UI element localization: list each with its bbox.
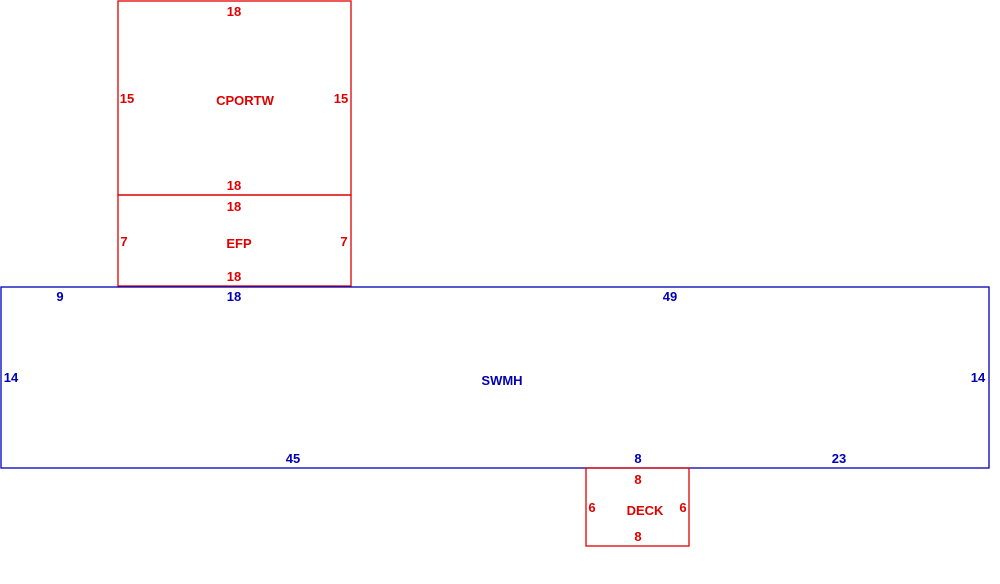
cportw-label: CPORTW [216,93,275,108]
area-cportw[interactable]: 18 15 15 CPORTW 18 [117,0,352,196]
deck-right-dimension: 6 [679,500,686,515]
swmh-bottom-right-dimension: 23 [832,451,846,466]
area-efp[interactable]: 18 7 7 EFP 18 [117,194,352,287]
deck-bottom-dimension: 8 [634,529,641,544]
swmh-outline [0,286,990,469]
cportw-bottom-dimension: 18 [227,178,241,193]
swmh-bottom-mid-dimension: 8 [634,451,641,466]
swmh-top-right-dimension: 49 [663,289,677,304]
deck-outline [585,467,690,547]
efp-right-dimension: 7 [340,234,347,249]
efp-top-dimension: 18 [227,199,241,214]
swmh-top-left-dimension: 9 [56,289,63,304]
cportw-top-dimension: 18 [227,4,241,19]
deck-top-dimension: 8 [634,472,641,487]
area-deck[interactable]: 8 6 6 DECK 8 [585,467,690,547]
cportw-right-dimension: 15 [334,91,348,106]
deck-label: DECK [627,503,664,518]
efp-outline [117,194,352,287]
efp-bottom-dimension: 18 [227,269,241,284]
area-swmh[interactable]: 9 18 49 14 14 SWMH 45 8 23 [0,286,990,469]
efp-label: EFP [226,236,252,251]
deck-left-dimension: 6 [588,500,595,515]
swmh-label: SWMH [481,373,522,388]
swmh-right-dimension: 14 [971,370,986,385]
swmh-top-mid-dimension: 18 [227,289,241,304]
efp-left-dimension: 7 [120,234,127,249]
cportw-left-dimension: 15 [120,91,134,106]
swmh-bottom-left-dimension: 45 [286,451,300,466]
swmh-left-dimension: 14 [4,370,19,385]
